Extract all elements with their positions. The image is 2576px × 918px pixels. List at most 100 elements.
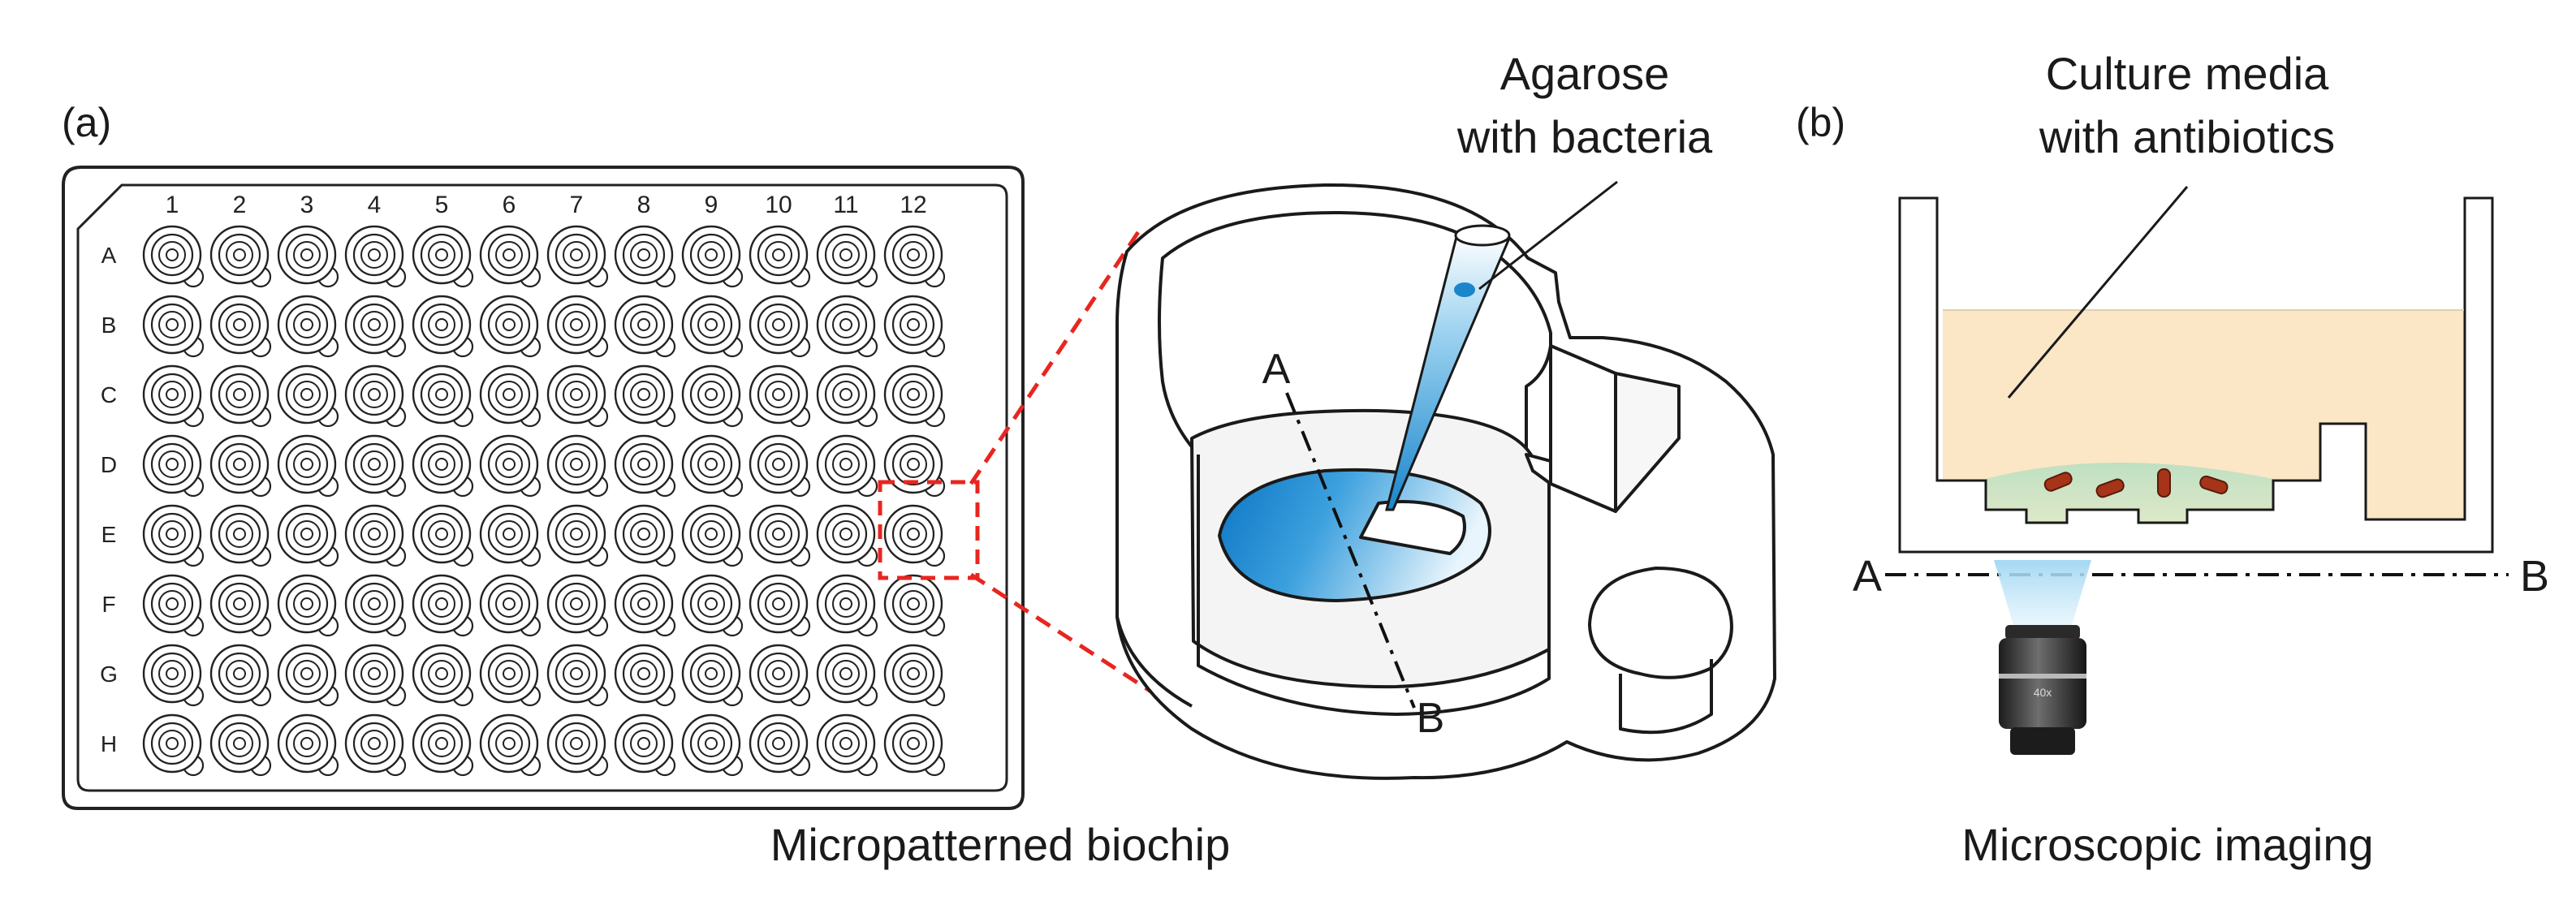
well (816, 295, 878, 358)
well-center (435, 737, 448, 750)
well-ring (630, 241, 658, 269)
well-center (570, 248, 583, 261)
well-ring (293, 730, 321, 757)
well-ring (226, 520, 253, 548)
well-ring (630, 590, 658, 618)
well-ring (891, 722, 935, 765)
well-center (166, 528, 179, 541)
well-ring (293, 590, 321, 618)
well-ring (158, 450, 186, 478)
cut-face-edge (1197, 455, 1551, 716)
section-container (1898, 196, 2494, 554)
well (277, 434, 339, 498)
side-block-edge (1525, 453, 1552, 485)
well-ring (563, 241, 590, 269)
well-ring (757, 303, 800, 347)
well-ring (352, 233, 396, 277)
well-ring (697, 450, 725, 478)
well (681, 434, 744, 498)
bacterium (2043, 472, 2073, 492)
well-center (435, 318, 448, 331)
well-center (705, 528, 718, 541)
well-center (503, 388, 516, 401)
well (412, 295, 474, 358)
well-ring (630, 660, 658, 687)
well-center (772, 667, 785, 680)
row-label: E (101, 522, 117, 547)
agarose-callout-line (1478, 180, 1618, 291)
well-ring (630, 520, 658, 548)
well-ring (487, 233, 531, 277)
well (749, 225, 811, 288)
column-label: 9 (705, 192, 718, 218)
well-center (637, 528, 650, 541)
well-ring (891, 652, 935, 696)
well-center (772, 528, 785, 541)
well-ring (218, 303, 261, 347)
media-callout-line (2007, 186, 2189, 399)
well-ring (689, 442, 733, 486)
well-ring (487, 582, 531, 626)
well-ring (689, 303, 733, 347)
well (142, 225, 205, 288)
well (142, 713, 205, 777)
well-ring (757, 652, 800, 696)
well-ring (824, 303, 868, 347)
well (614, 504, 676, 567)
well-center (637, 248, 650, 261)
well (681, 295, 744, 358)
well-ring (487, 722, 531, 765)
well (681, 574, 744, 637)
row-label: C (101, 382, 117, 407)
well-ring (900, 450, 927, 478)
well (749, 434, 811, 498)
well (614, 295, 676, 358)
well-ring (150, 233, 194, 277)
well-ring (765, 590, 792, 618)
well-ring (824, 233, 868, 277)
well-ring (218, 233, 261, 277)
well-ring (150, 442, 194, 486)
side-block-top (1614, 372, 1681, 513)
well-center (300, 597, 313, 610)
well-center (705, 667, 718, 680)
bacterium (2157, 468, 2171, 498)
well-center (503, 458, 516, 471)
well (209, 364, 272, 428)
well-ring (360, 241, 388, 269)
well (209, 434, 272, 498)
well-ring (832, 450, 860, 478)
column-label: 10 (765, 192, 792, 218)
well-center (233, 318, 246, 331)
well-ring (218, 442, 261, 486)
well-center (907, 248, 920, 261)
well-ring (563, 660, 590, 687)
well-ring (832, 381, 860, 408)
well (546, 644, 609, 707)
well-center (435, 528, 448, 541)
well (681, 364, 744, 428)
well-center (570, 667, 583, 680)
well-ring (765, 660, 792, 687)
well (749, 295, 811, 358)
axis-label-b: B (2520, 552, 2549, 601)
well-ring (226, 660, 253, 687)
well-ring (765, 450, 792, 478)
well-center (907, 458, 920, 471)
well-ring (420, 233, 464, 277)
well-center (166, 248, 179, 261)
well-ring (495, 381, 523, 408)
well (883, 644, 946, 707)
well (479, 364, 542, 428)
well (412, 644, 474, 707)
well (209, 644, 272, 707)
well-ring (158, 520, 186, 548)
well-ring (554, 233, 598, 277)
well-center (772, 737, 785, 750)
well-ring (689, 512, 733, 556)
objective-lens: 40x (1999, 625, 2086, 755)
well-ring (622, 512, 666, 556)
well (344, 504, 407, 567)
column-label: 7 (570, 192, 584, 218)
